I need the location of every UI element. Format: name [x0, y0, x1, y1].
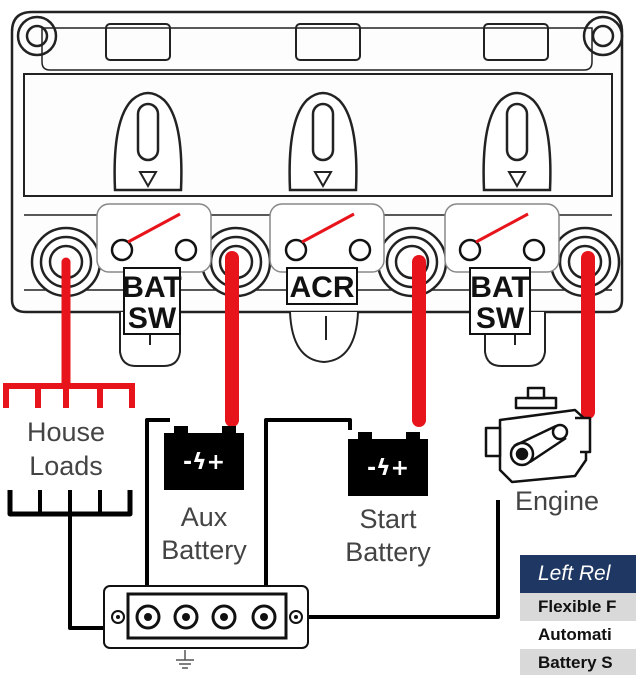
- start-battery-terminals: -ϟ+: [367, 456, 409, 481]
- legend-table: Left Rel Flexible F Automati Battery S: [520, 555, 636, 675]
- legend-row-1: Flexible F: [520, 593, 636, 621]
- legend-row-3: Battery S: [520, 649, 636, 675]
- legend-row-2: Automati: [538, 625, 612, 644]
- aux-battery: -ϟ+: [164, 426, 244, 490]
- wire-start-negative: [264, 418, 352, 600]
- wire-house-negative: [68, 516, 112, 630]
- negative-wiring: [7, 418, 500, 630]
- switch-card-right: [444, 203, 560, 273]
- switch-label-left-line2: SW: [128, 302, 177, 335]
- house-loads-label-line2: Loads: [29, 451, 103, 481]
- start-battery-label-line2: Battery: [345, 537, 431, 567]
- positive-wiring: [3, 251, 595, 427]
- engine-icon: [484, 386, 592, 484]
- switch-label-middle: ACR: [286, 267, 358, 305]
- legend-header: Left Rel: [520, 555, 636, 593]
- switch-knobs: [113, 91, 552, 192]
- start-battery-label-line1: Start: [359, 504, 417, 534]
- knob-middle: [288, 91, 358, 192]
- switch-label-left-line1: BAT: [122, 271, 181, 304]
- aux-battery-label-line1: Aux: [181, 502, 228, 532]
- knob-right: [482, 91, 552, 192]
- switch-card-middle: [269, 203, 385, 273]
- bus-bar: [103, 585, 309, 649]
- aux-battery-terminals: -ϟ+: [183, 450, 225, 475]
- switch-label-left: BAT SW: [122, 267, 182, 335]
- switch-label-right-line1: BAT: [470, 271, 529, 304]
- switch-card-left: [96, 203, 212, 273]
- start-battery: -ϟ+: [348, 432, 428, 496]
- wire-aux-negative: [145, 418, 170, 600]
- ground-symbol: [176, 650, 194, 669]
- switch-label-middle-line1: ACR: [290, 271, 355, 304]
- wire-engine-negative: [287, 500, 500, 619]
- knob-left: [113, 91, 183, 192]
- switch-label-right-line2: SW: [476, 302, 525, 335]
- switch-label-right: BAT SW: [469, 267, 531, 335]
- engine-label: Engine: [515, 486, 599, 516]
- aux-battery-label-line2: Battery: [161, 535, 247, 565]
- house-loads-label-line1: House: [27, 417, 105, 447]
